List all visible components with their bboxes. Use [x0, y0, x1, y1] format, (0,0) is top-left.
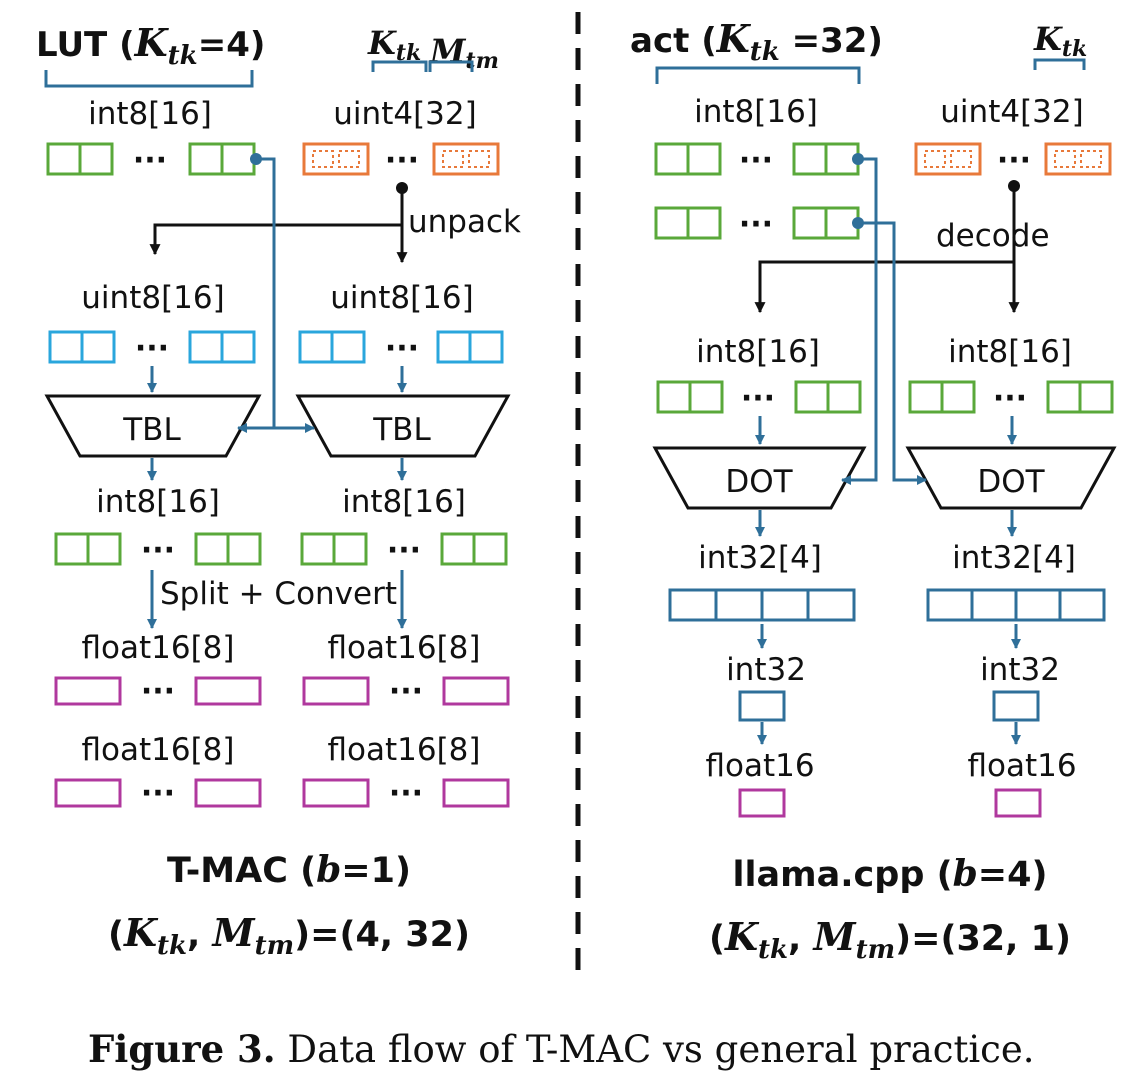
left-panel: LUT (Ktk=4) Ktk Mtm int8[16] uint4[32] ·…: [36, 20, 521, 961]
tbl-out-label-a: int8[16]: [96, 484, 220, 520]
float16-cells: [54, 676, 510, 808]
float-label-b: float16: [967, 748, 1076, 784]
decoded-dots-b: ···: [993, 381, 1027, 416]
ktk-brace-right: [1033, 58, 1086, 70]
mtm-brace-left: [428, 60, 474, 72]
float-cells: [738, 788, 1042, 818]
figure-caption: Figure 3. Data flow of T-MAC vs general …: [88, 1027, 1035, 1071]
tbl-out-cells: [54, 532, 508, 566]
lut-type-label: int8[16]: [88, 96, 212, 132]
act-feed-a: [841, 153, 878, 485]
llamacpp-title: llama.cpp (b=4): [733, 853, 1048, 895]
ktk-label-right: Ktk: [1033, 20, 1087, 62]
decoded-label-b: int8[16]: [948, 334, 1072, 370]
mtm-label-left: Mtm: [429, 32, 499, 74]
tbl-block-b: [295, 394, 511, 458]
ktk-label-left: Ktk: [367, 24, 421, 66]
tmac-params: (Ktk, Mtm)=(4, 32): [108, 910, 470, 961]
float16-dots-3: ···: [141, 776, 175, 811]
unpack-flow: [149, 182, 408, 264]
uint8-cells: [48, 330, 504, 364]
lut-dots: ···: [133, 143, 167, 178]
split-convert-label: Split + Convert: [160, 576, 397, 612]
reduced-label-b: int32: [980, 652, 1060, 688]
weight-type-label-right: uint4[32]: [940, 94, 1083, 130]
reduced-cells: [738, 690, 1040, 722]
float16-dots-1: ···: [141, 674, 175, 709]
uint8-label-a: uint8[16]: [81, 280, 224, 316]
unpack-label: unpack: [408, 204, 521, 240]
acc-label-a: int32[4]: [698, 540, 822, 576]
tbl-label-b: TBL: [372, 412, 431, 448]
dot-block-b: [905, 446, 1117, 510]
act-dots-2: ···: [739, 207, 773, 242]
act-header: act (Ktk =32): [630, 16, 883, 67]
weight-dots-left: ···: [385, 143, 419, 178]
act-type-label: int8[16]: [694, 94, 818, 130]
tbl-out-dots-a: ···: [141, 533, 175, 568]
dot-label-b: DOT: [977, 464, 1045, 500]
float16-label-4: float16[8]: [327, 732, 480, 768]
tbl-label-a: TBL: [122, 412, 181, 448]
ktk-brace-left: [371, 60, 428, 72]
tbl-out-dots-b: ···: [387, 533, 421, 568]
float16-label-1: float16[8]: [81, 630, 234, 666]
float16-dots-2: ···: [389, 674, 423, 709]
acc-label-b: int32[4]: [952, 540, 1076, 576]
decoded-label-a: int8[16]: [696, 334, 820, 370]
tmac-title: T-MAC (b=1): [167, 849, 411, 891]
lut-brace: [44, 70, 254, 88]
tbl-block-a: [44, 394, 262, 458]
decode-flow: [754, 180, 1020, 314]
decoded-dots-a: ···: [741, 381, 775, 416]
weight-type-label-left: uint4[32]: [333, 96, 476, 132]
lut-header: LUT (Ktk=4): [36, 20, 265, 71]
weight-cells-left: [302, 142, 500, 176]
decoded-cells: [656, 380, 1114, 414]
uint8-dots-a: ···: [135, 331, 169, 366]
llamacpp-params: (Ktk, Mtm)=(32, 1): [709, 914, 1071, 965]
act-dots-1: ···: [739, 143, 773, 178]
right-panel: act (Ktk =32) Ktk int8[16] uint4[32] ···…: [630, 16, 1117, 965]
reduced-label-a: int32: [726, 652, 806, 688]
tbl-out-label-b: int8[16]: [342, 484, 466, 520]
uint8-dots-b: ···: [385, 331, 419, 366]
weight-dots-right: ···: [997, 143, 1031, 178]
dot-block-a: [652, 446, 867, 510]
dot-label-a: DOT: [725, 464, 793, 500]
decode-label: decode: [936, 218, 1050, 254]
act-feed-b: [852, 217, 927, 485]
lut-feed: [237, 153, 315, 433]
float16-label-3: float16[8]: [81, 732, 234, 768]
acc-cells: [668, 588, 1106, 622]
weight-cells-right: [914, 142, 1112, 176]
act-brace: [655, 66, 861, 84]
uint8-label-b: uint8[16]: [330, 280, 473, 316]
float16-dots-4: ···: [389, 776, 423, 811]
float16-label-2: float16[8]: [327, 630, 480, 666]
float-label-a: float16: [705, 748, 814, 784]
